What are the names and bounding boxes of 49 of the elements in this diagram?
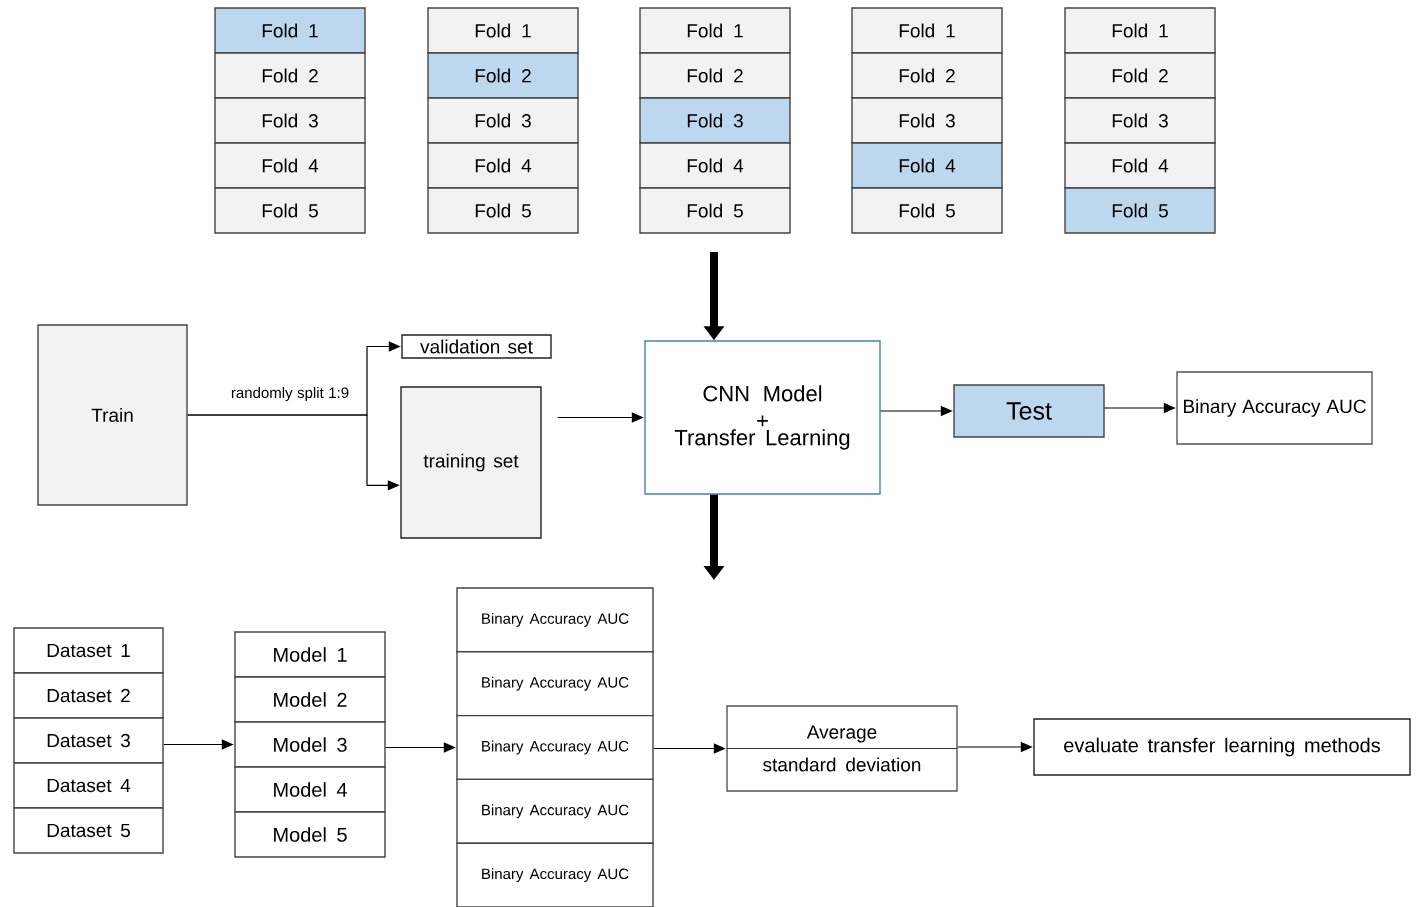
dataset-cell: Dataset 2	[13, 672, 164, 719]
fold-cell: Fold 3	[1064, 97, 1216, 144]
fold-cell: Fold 1	[851, 7, 1003, 54]
fold-cell: Fold 5	[427, 187, 579, 234]
fold-cell: Fold 5	[639, 187, 791, 234]
fold-cell: Fold 2	[427, 52, 579, 99]
fold-cell: Fold 1	[1064, 7, 1216, 54]
dataset-cell: Dataset 3	[13, 717, 164, 764]
summary-box: Average standard deviation	[726, 705, 958, 792]
result-cell: Binary Accuracy AUC	[456, 587, 654, 653]
output-box: evaluate transfer learning methods	[1033, 718, 1411, 776]
fold-cell: Fold 3	[639, 97, 791, 144]
fold-cell: Fold 5	[1064, 187, 1216, 234]
subset-box: training set	[400, 386, 542, 539]
result-cell: Binary Accuracy AUC	[456, 842, 654, 907]
model-cell: Model 1	[234, 631, 386, 678]
dataset-cell: Dataset 1	[13, 627, 164, 674]
subset-box: validation set	[401, 334, 552, 359]
process-box: Test	[953, 384, 1105, 438]
fold-cell: Fold 4	[639, 142, 791, 189]
fold-cell: Fold 3	[214, 97, 366, 144]
fold-cell: Fold 5	[214, 187, 366, 234]
fold-cell: Fold 3	[851, 97, 1003, 144]
fold-cell: Fold 4	[427, 142, 579, 189]
model-box: CNN Model + Transfer Learning	[644, 340, 881, 495]
fold-cell: Fold 4	[851, 142, 1003, 189]
fold-cell: Fold 5	[851, 187, 1003, 234]
model-cell: Model 3	[234, 721, 386, 768]
fold-cell: Fold 3	[427, 97, 579, 144]
fold-cell: Fold 2	[639, 52, 791, 99]
result-cell: Binary Accuracy AUC	[456, 651, 654, 717]
fold-cell: Fold 4	[1064, 142, 1216, 189]
fold-cell: Fold 4	[214, 142, 366, 189]
model-cell: Model 5	[234, 811, 386, 858]
fold-cell: Fold 1	[639, 7, 791, 54]
fold-cell: Fold 2	[851, 52, 1003, 99]
fold-cell: Fold 1	[427, 7, 579, 54]
dataset-cell: Dataset 5	[13, 807, 164, 854]
result-cell: Binary Accuracy AUC	[456, 778, 654, 844]
model-cell: Model 4	[234, 766, 386, 813]
dataset-cell: Dataset 4	[13, 762, 164, 809]
fold-cell: Fold 2	[1064, 52, 1216, 99]
model-cell: Model 2	[234, 676, 386, 723]
data-box: Train	[37, 324, 188, 506]
edge-label: randomly split 1:9	[229, 386, 351, 402]
result-cell: Binary Accuracy AUC	[456, 714, 654, 781]
result-box: Binary Accuracy AUC	[1176, 371, 1373, 445]
fold-cell: Fold 2	[214, 52, 366, 99]
fold-cell: Fold 1	[214, 7, 366, 54]
